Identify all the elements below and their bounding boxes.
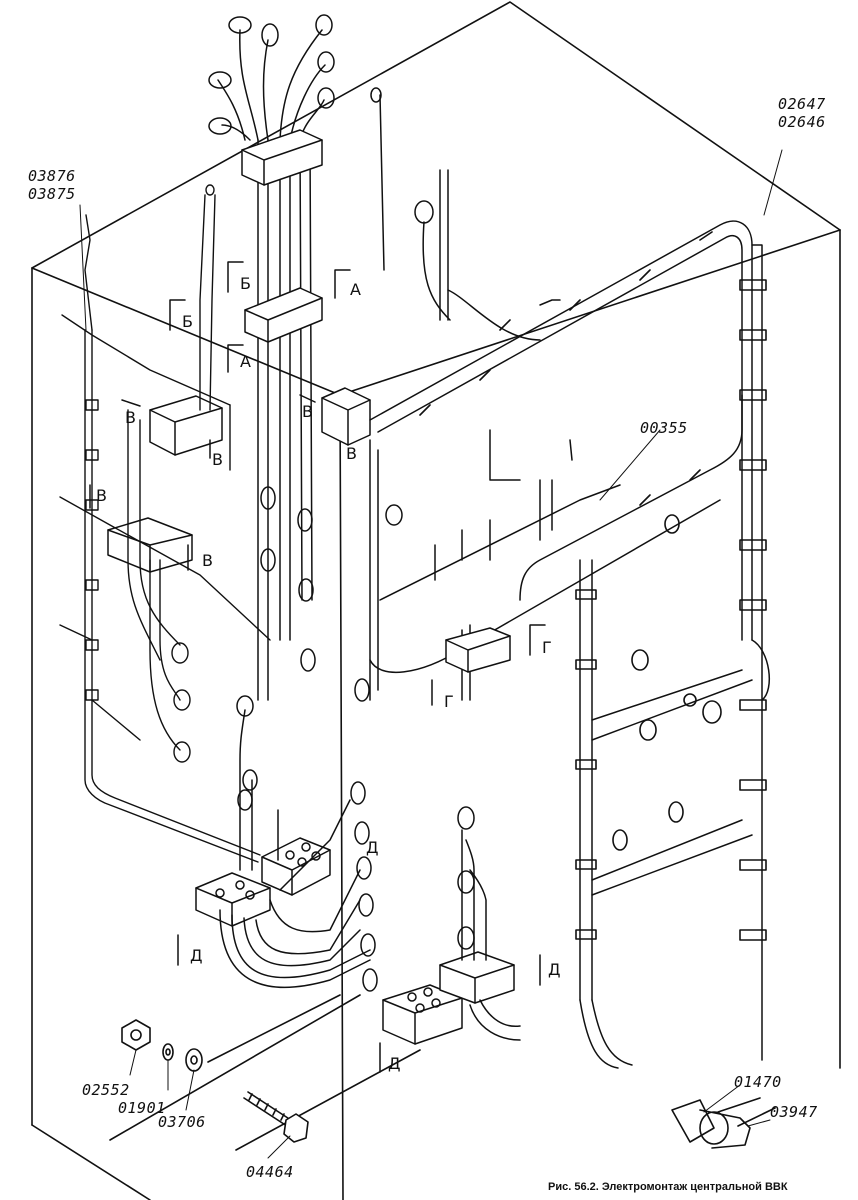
section-label-v: В	[212, 450, 223, 469]
section-label-v: В	[302, 402, 313, 421]
part-label-02552: 02552	[82, 1081, 130, 1099]
part-label-03706: 03706	[158, 1113, 206, 1131]
section-label-d: Д	[190, 946, 203, 965]
part-label-02646: 02646	[778, 113, 826, 131]
section-label-a: А	[350, 280, 361, 299]
clamp-blocks	[107, 129, 371, 573]
section-label-g: Г	[542, 638, 552, 657]
part-label-03947: 03947	[770, 1103, 818, 1121]
section-label-v: В	[125, 408, 136, 427]
part-label-03876: 03876	[28, 167, 76, 185]
lower-terminals	[195, 486, 521, 1045]
part-label-00355: 00355	[640, 419, 688, 437]
section-label-g: Г	[444, 692, 454, 711]
section-label-v: В	[96, 486, 107, 505]
leader-lines	[79, 149, 783, 1159]
right-harness-rings	[419, 231, 767, 941]
section-markers	[89, 261, 546, 1073]
part-label-02647: 02647	[778, 95, 826, 113]
section-label-d: Д	[548, 960, 561, 979]
section-label-b: Б	[182, 312, 193, 331]
part-label-04464: 04464	[246, 1163, 294, 1181]
section-label-b: Б	[240, 274, 251, 293]
left-harness	[59, 184, 271, 863]
section-label-v: В	[346, 444, 357, 463]
cabinet-outline	[31, 1, 841, 1200]
part-label-03875: 03875	[28, 185, 76, 203]
section-label-v: В	[202, 551, 213, 570]
section-label-a: А	[240, 352, 251, 371]
section-label-d: Д	[388, 1054, 401, 1073]
figure-caption: Рис. 56.2. Электромонтаж центральной ВВК	[548, 1181, 788, 1193]
section-label-d: Д	[366, 838, 379, 857]
right-harness	[369, 87, 770, 1069]
part-label-01470: 01470	[734, 1073, 782, 1091]
part-label-01901: 01901	[118, 1099, 166, 1117]
